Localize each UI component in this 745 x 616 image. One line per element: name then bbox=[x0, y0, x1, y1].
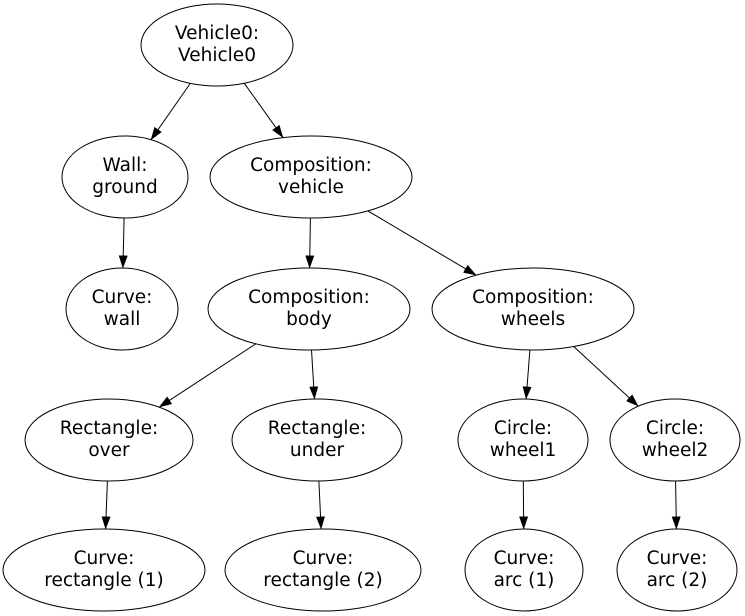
node-ellipse bbox=[457, 398, 589, 482]
node-label: Composition:vehicle bbox=[250, 155, 372, 198]
node-label: Curve:arc (1) bbox=[494, 548, 555, 591]
node-wall-ground: Wall:ground bbox=[61, 135, 189, 219]
node-ellipse bbox=[24, 398, 194, 482]
node-ellipse bbox=[464, 528, 584, 612]
edge-rect-over-to-curve-rect1 bbox=[101, 480, 111, 530]
node-ellipse bbox=[61, 135, 189, 219]
node-curve-arc2: Curve:arc (2) bbox=[616, 528, 738, 612]
edge-comp-body-to-rect-over bbox=[158, 343, 257, 408]
node-label: Circle:wheel1 bbox=[490, 418, 557, 461]
node-curve-rect2: Curve:rectangle (2) bbox=[224, 528, 422, 612]
node-curve-rect1: Curve:rectangle (1) bbox=[2, 528, 206, 612]
node-ellipse bbox=[431, 267, 635, 351]
node-label: Vehicle0:Vehicle0 bbox=[175, 23, 259, 66]
node-label: Rectangle:under bbox=[268, 418, 366, 461]
node-label: Wall:ground bbox=[92, 155, 157, 198]
node-label: Composition:body bbox=[248, 287, 370, 330]
node-ellipse bbox=[207, 267, 411, 351]
node-circle-wheel1: Circle:wheel1 bbox=[457, 398, 589, 482]
node-ellipse bbox=[616, 528, 738, 612]
node-label: Circle:wheel2 bbox=[642, 418, 709, 461]
node-comp-body: Composition:body bbox=[207, 267, 411, 351]
node-curve-wall: Curve:wall bbox=[65, 267, 179, 351]
edge-comp-body-to-rect-under bbox=[309, 349, 319, 400]
node-curve-arc1: Curve:arc (1) bbox=[464, 528, 584, 612]
node-ellipse bbox=[609, 398, 741, 482]
node-ellipse bbox=[2, 528, 206, 612]
node-label: Curve:rectangle (2) bbox=[263, 548, 382, 591]
node-label: Rectangle:over bbox=[60, 418, 158, 461]
node-rect-over: Rectangle:over bbox=[24, 398, 194, 482]
node-ellipse bbox=[231, 398, 403, 482]
edge-vehicle0-to-comp-vehicle bbox=[243, 83, 284, 139]
node-ellipse bbox=[65, 267, 179, 351]
edge-comp-vehicle-to-comp-body bbox=[305, 217, 315, 269]
node-vehicle0: Vehicle0:Vehicle0 bbox=[140, 3, 294, 87]
node-comp-wheels: Composition:wheels bbox=[431, 267, 635, 351]
node-label: Curve:wall bbox=[92, 287, 153, 330]
node-label: Curve:rectangle (1) bbox=[44, 548, 163, 591]
node-ellipse bbox=[140, 3, 294, 87]
node-circle-wheel2: Circle:wheel2 bbox=[609, 398, 741, 482]
node-rect-under: Rectangle:under bbox=[231, 398, 403, 482]
edge-circle-wheel2-to-curve-arc2 bbox=[671, 480, 681, 530]
node-label: Composition:wheels bbox=[472, 287, 594, 330]
edge-comp-wheels-to-circle-wheel1 bbox=[522, 349, 532, 400]
node-comp-vehicle: Composition:vehicle bbox=[209, 135, 413, 219]
node-ellipse bbox=[224, 528, 422, 612]
edge-comp-vehicle-to-comp-wheels bbox=[367, 210, 477, 276]
edge-rect-under-to-curve-rect2 bbox=[316, 480, 326, 530]
edge-vehicle0-to-wall-ground bbox=[150, 83, 191, 141]
edge-comp-wheels-to-circle-wheel2 bbox=[573, 346, 639, 407]
edge-wall-ground-to-curve-wall bbox=[118, 217, 128, 269]
node-label: Curve:arc (2) bbox=[647, 548, 708, 591]
node-ellipse bbox=[209, 135, 413, 219]
